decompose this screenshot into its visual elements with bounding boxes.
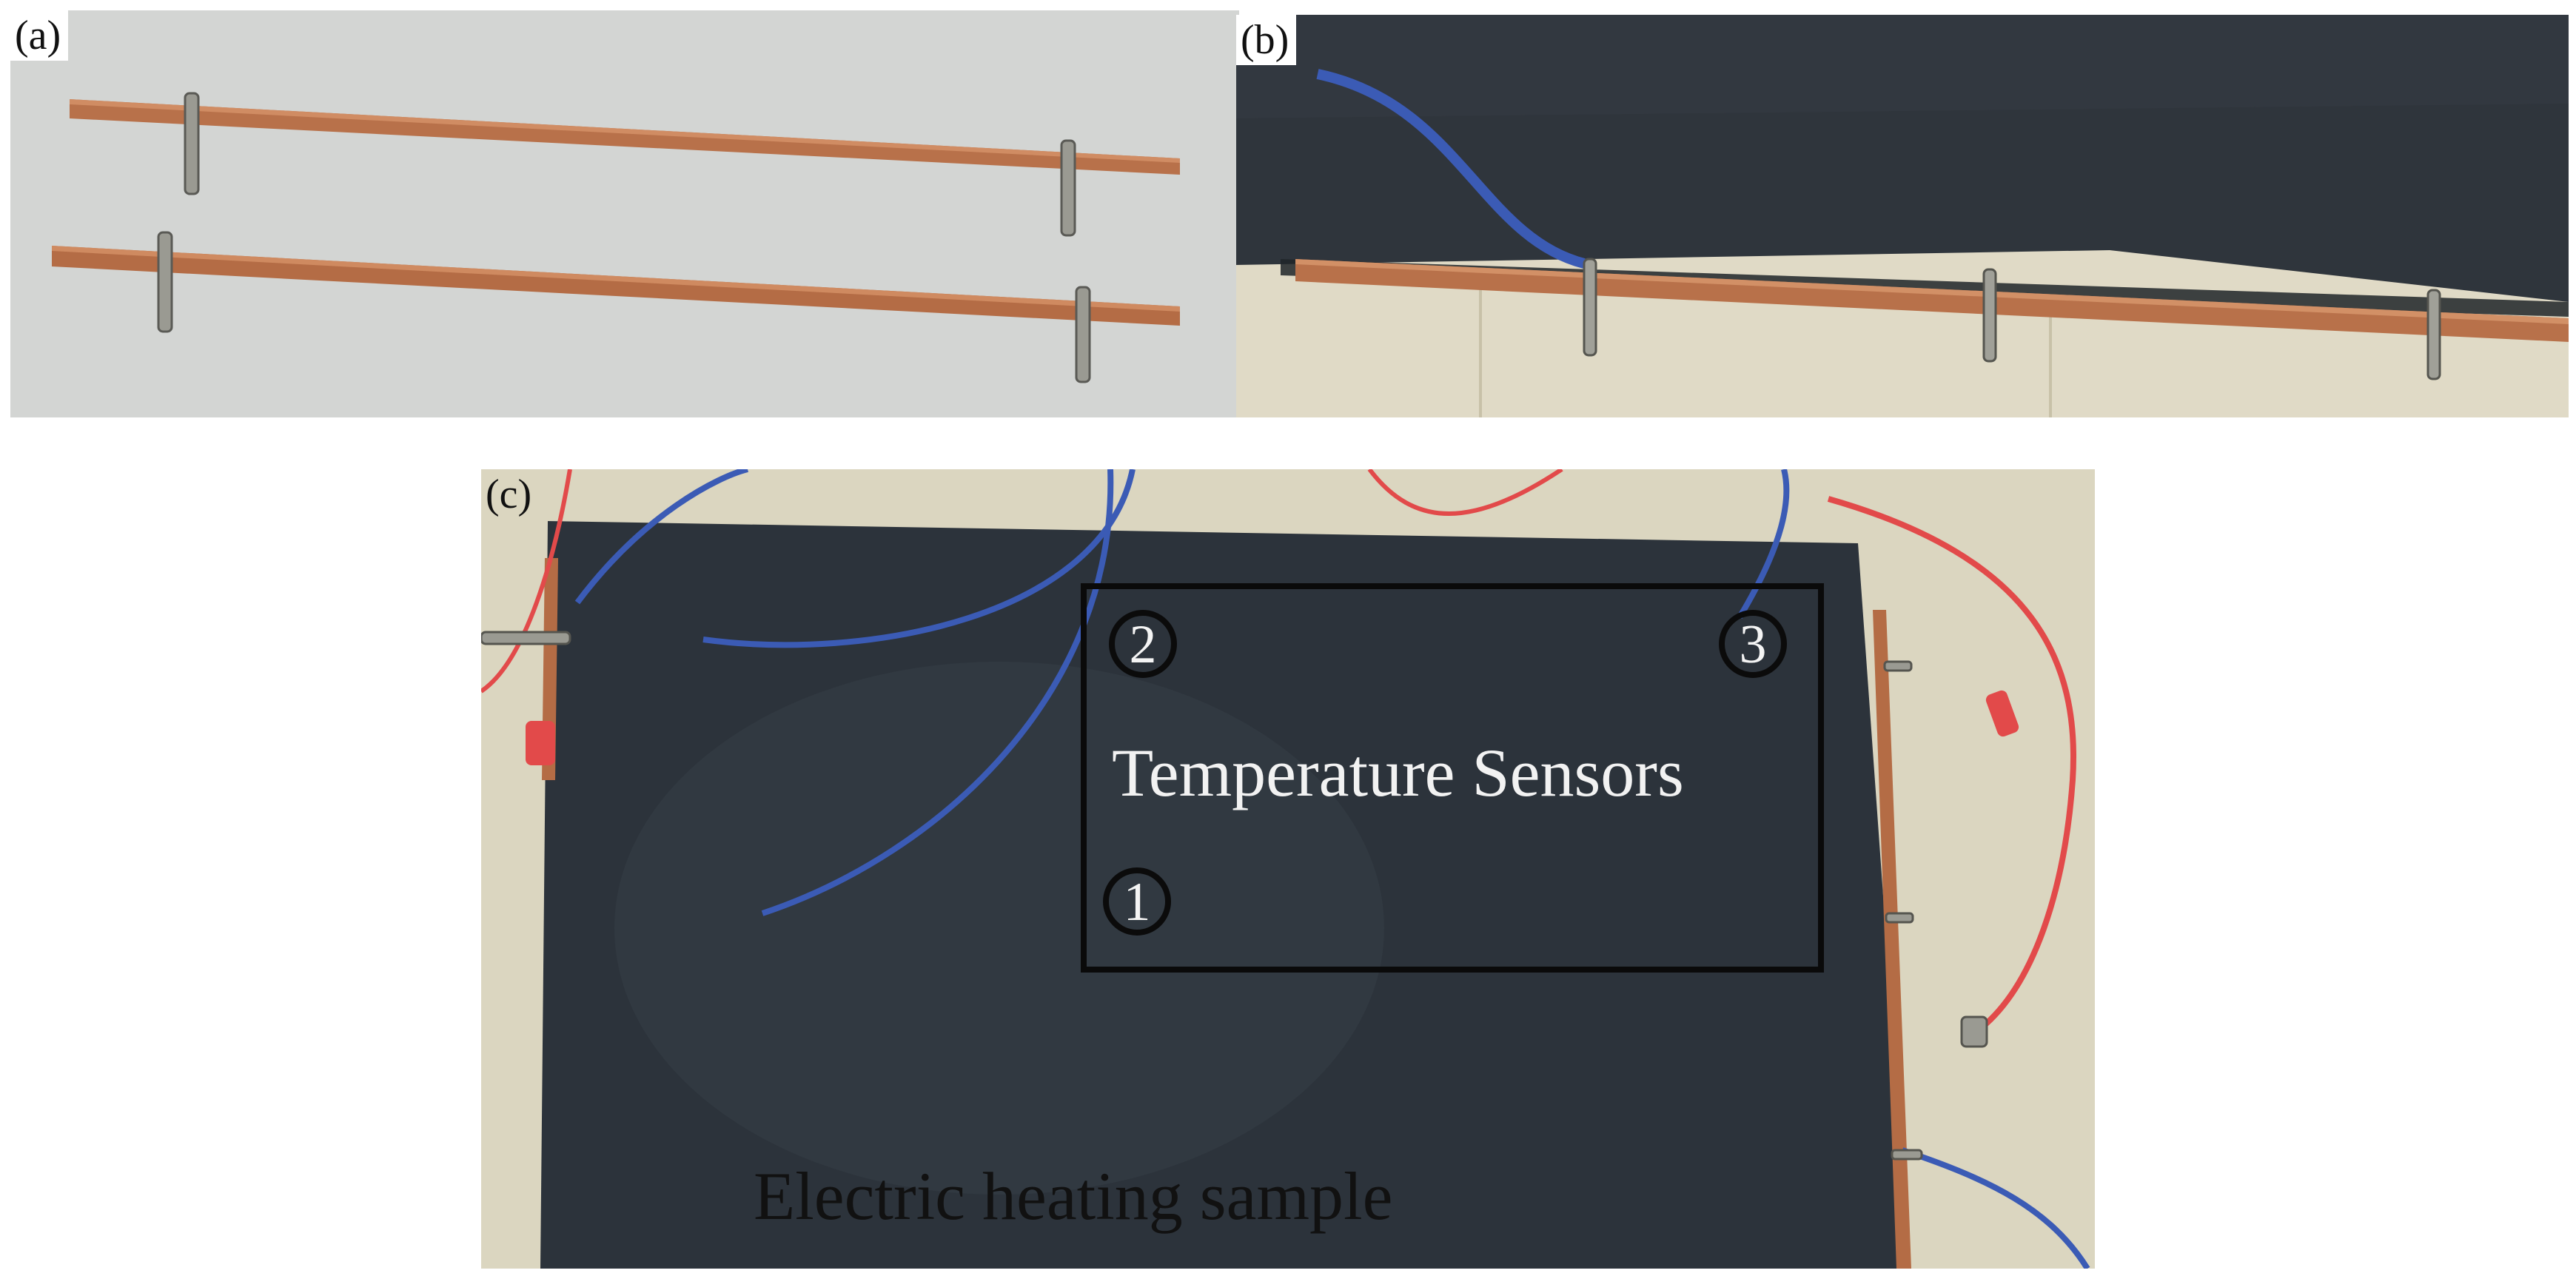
electric-heating-sample-label: Electric heating sample [754, 1158, 1393, 1234]
panel-label-c: (c) [486, 471, 532, 517]
red-clip [526, 721, 555, 765]
sensor-1-marker: 1 [1103, 867, 1171, 936]
panel-label-b: (b) [1236, 15, 1297, 65]
panel-label-a: (a) [10, 10, 69, 61]
blue-wire [761, 469, 1114, 916]
blue-wire [574, 469, 748, 605]
sensor-2-marker: 2 [1109, 610, 1177, 678]
sensor-region-box [1081, 583, 1824, 973]
copper-strip [1873, 610, 1911, 1269]
sheet-with-electrode-photo [1236, 15, 2569, 417]
blue-wire [1316, 69, 1586, 269]
panel-c-photo: 2 3 1 Temperature Sensors Electric heati… [481, 469, 2095, 1269]
alligator-clip [157, 92, 1091, 383]
red-clip [1985, 690, 2019, 737]
copper-strip [1295, 259, 2569, 342]
panel-a-photo: (a) [10, 10, 1239, 417]
red-wire [1827, 496, 2076, 1035]
red-wire [481, 469, 572, 694]
copper-electrodes-photo [10, 10, 1239, 417]
heating-sample-photo [481, 469, 2095, 1269]
alligator-clip [1583, 258, 2441, 380]
alligator-clip [481, 631, 1988, 1161]
blue-wire [1901, 1147, 2090, 1269]
sensor-3-marker: 3 [1719, 610, 1787, 678]
rubber-sheet [540, 521, 1910, 1269]
temperature-sensors-label: Temperature Sensors [1112, 735, 1684, 810]
red-wire [1367, 469, 1563, 516]
blue-wire [1737, 469, 1790, 619]
panel-b-photo: (b) [1236, 15, 2569, 417]
